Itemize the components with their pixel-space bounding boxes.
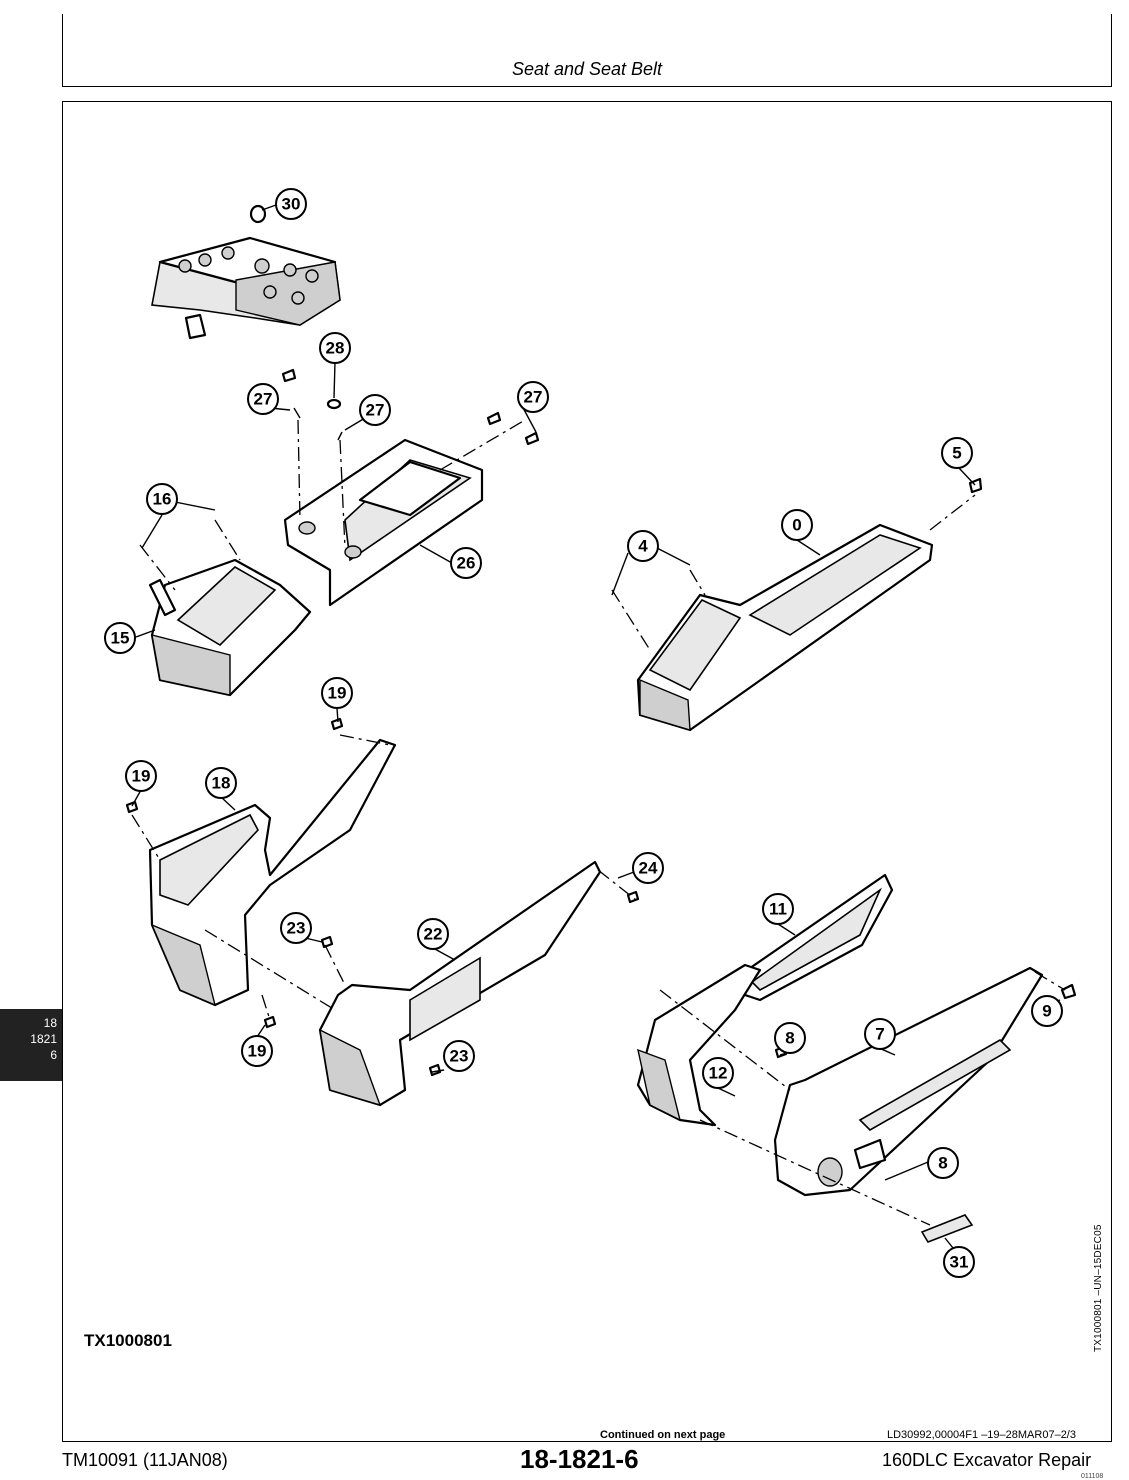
callout-23-a: 23 bbox=[280, 912, 312, 944]
callout-8-b: 8 bbox=[927, 1147, 959, 1179]
svg-text:8: 8 bbox=[785, 1029, 794, 1048]
svg-text:11: 11 bbox=[769, 900, 787, 919]
svg-text:23: 23 bbox=[287, 919, 306, 938]
continued-note: Continued on next page bbox=[600, 1429, 726, 1441]
svg-text:26: 26 bbox=[457, 554, 476, 573]
section-tab: 18 1821 6 bbox=[0, 1009, 62, 1081]
manual-id: TM10091 (11JAN08) bbox=[62, 1450, 228, 1470]
callout-27-a: 27 bbox=[247, 383, 279, 415]
svg-text:18: 18 bbox=[212, 774, 231, 793]
svg-text:8: 8 bbox=[938, 1154, 947, 1173]
callout-11: 11 bbox=[762, 893, 794, 925]
svg-text:30: 30 bbox=[282, 195, 301, 214]
svg-text:31: 31 bbox=[950, 1253, 969, 1272]
console-base-part-15 bbox=[148, 558, 312, 697]
callout-5: 5 bbox=[941, 437, 973, 469]
svg-text:27: 27 bbox=[254, 390, 273, 409]
svg-text:24: 24 bbox=[639, 859, 658, 878]
svg-text:5: 5 bbox=[952, 444, 961, 463]
svg-text:9: 9 bbox=[1042, 1002, 1051, 1021]
callout-7: 7 bbox=[864, 1018, 896, 1050]
callout-8-a: 8 bbox=[774, 1022, 806, 1054]
side-panel-part-7 bbox=[773, 966, 1044, 1197]
header-rule-left bbox=[62, 14, 63, 86]
console-cover-part-26 bbox=[283, 438, 484, 607]
svg-text:22: 22 bbox=[424, 925, 443, 944]
misc-fasteners bbox=[125, 717, 1077, 1077]
callout-18: 18 bbox=[205, 767, 237, 799]
figure-side-code: TX1000801 –UN–15DEC05 bbox=[1093, 1224, 1104, 1352]
fastener-parts bbox=[281, 368, 983, 494]
callout-27-b: 27 bbox=[359, 394, 391, 426]
label-part-31 bbox=[920, 1214, 974, 1243]
callout-27-c: 27 bbox=[517, 381, 549, 413]
header-rule-right bbox=[1111, 14, 1112, 86]
tiny-mark: 011108 bbox=[1081, 1473, 1104, 1480]
svg-text:27: 27 bbox=[366, 401, 385, 420]
callout-23-b: 23 bbox=[443, 1040, 475, 1072]
callout-9: 9 bbox=[1031, 995, 1063, 1027]
page-number: 18-1821-6 bbox=[520, 1444, 639, 1474]
tab-line-3: 6 bbox=[50, 1048, 57, 1062]
callout-4: 4 bbox=[627, 530, 659, 562]
svg-text:19: 19 bbox=[248, 1042, 267, 1061]
svg-text:23: 23 bbox=[450, 1047, 469, 1066]
callout-22: 22 bbox=[417, 918, 449, 950]
svg-text:0: 0 bbox=[792, 516, 801, 535]
section-title: Seat and Seat Belt bbox=[511, 59, 663, 79]
model-name: 160DLC Excavator Repair bbox=[882, 1450, 1092, 1470]
svg-text:19: 19 bbox=[328, 684, 347, 703]
svg-text:28: 28 bbox=[326, 339, 345, 358]
svg-text:19: 19 bbox=[132, 767, 151, 786]
side-panel-part-18 bbox=[148, 738, 397, 1007]
svg-text:4: 4 bbox=[638, 537, 648, 556]
switch-panel-part bbox=[151, 204, 341, 340]
svg-text:27: 27 bbox=[524, 388, 543, 407]
document-code: LD30992,00004F1 –19–28MAR07–2/3 bbox=[887, 1429, 1076, 1441]
callout-28: 28 bbox=[319, 332, 351, 364]
callout-24: 24 bbox=[632, 852, 664, 884]
callout-30: 30 bbox=[275, 188, 307, 220]
callout-16: 16 bbox=[146, 483, 178, 515]
figure-id: TX1000801 bbox=[84, 1331, 172, 1350]
svg-text:7: 7 bbox=[875, 1025, 884, 1044]
header-rule-bottom bbox=[62, 86, 1112, 87]
side-panel-part-22 bbox=[318, 860, 602, 1107]
callout-26: 26 bbox=[450, 547, 482, 579]
tab-line-2: 1821 bbox=[30, 1032, 57, 1046]
console-assembly-part-0 bbox=[636, 523, 934, 732]
assembly-lines bbox=[131, 419, 1066, 1226]
tab-line-1: 18 bbox=[43, 1016, 57, 1030]
callout-15: 15 bbox=[104, 622, 136, 654]
callout-19-a: 19 bbox=[321, 677, 353, 709]
callout-0: 0 bbox=[781, 509, 813, 541]
callout-31: 31 bbox=[943, 1246, 975, 1278]
svg-text:12: 12 bbox=[709, 1064, 728, 1083]
callout-circles: 30 28 27 27 27 5 16 0 4 26 15 19 19 18 2… bbox=[104, 188, 1063, 1278]
panel-part-11 bbox=[738, 873, 894, 1002]
callout-19-b: 19 bbox=[125, 760, 157, 792]
front-bracket-part-12 bbox=[636, 963, 762, 1127]
callout-12: 12 bbox=[702, 1057, 734, 1089]
svg-text:16: 16 bbox=[153, 490, 172, 509]
callout-19-c: 19 bbox=[241, 1035, 273, 1067]
svg-text:15: 15 bbox=[111, 629, 130, 648]
figure-box bbox=[62, 101, 1112, 1442]
